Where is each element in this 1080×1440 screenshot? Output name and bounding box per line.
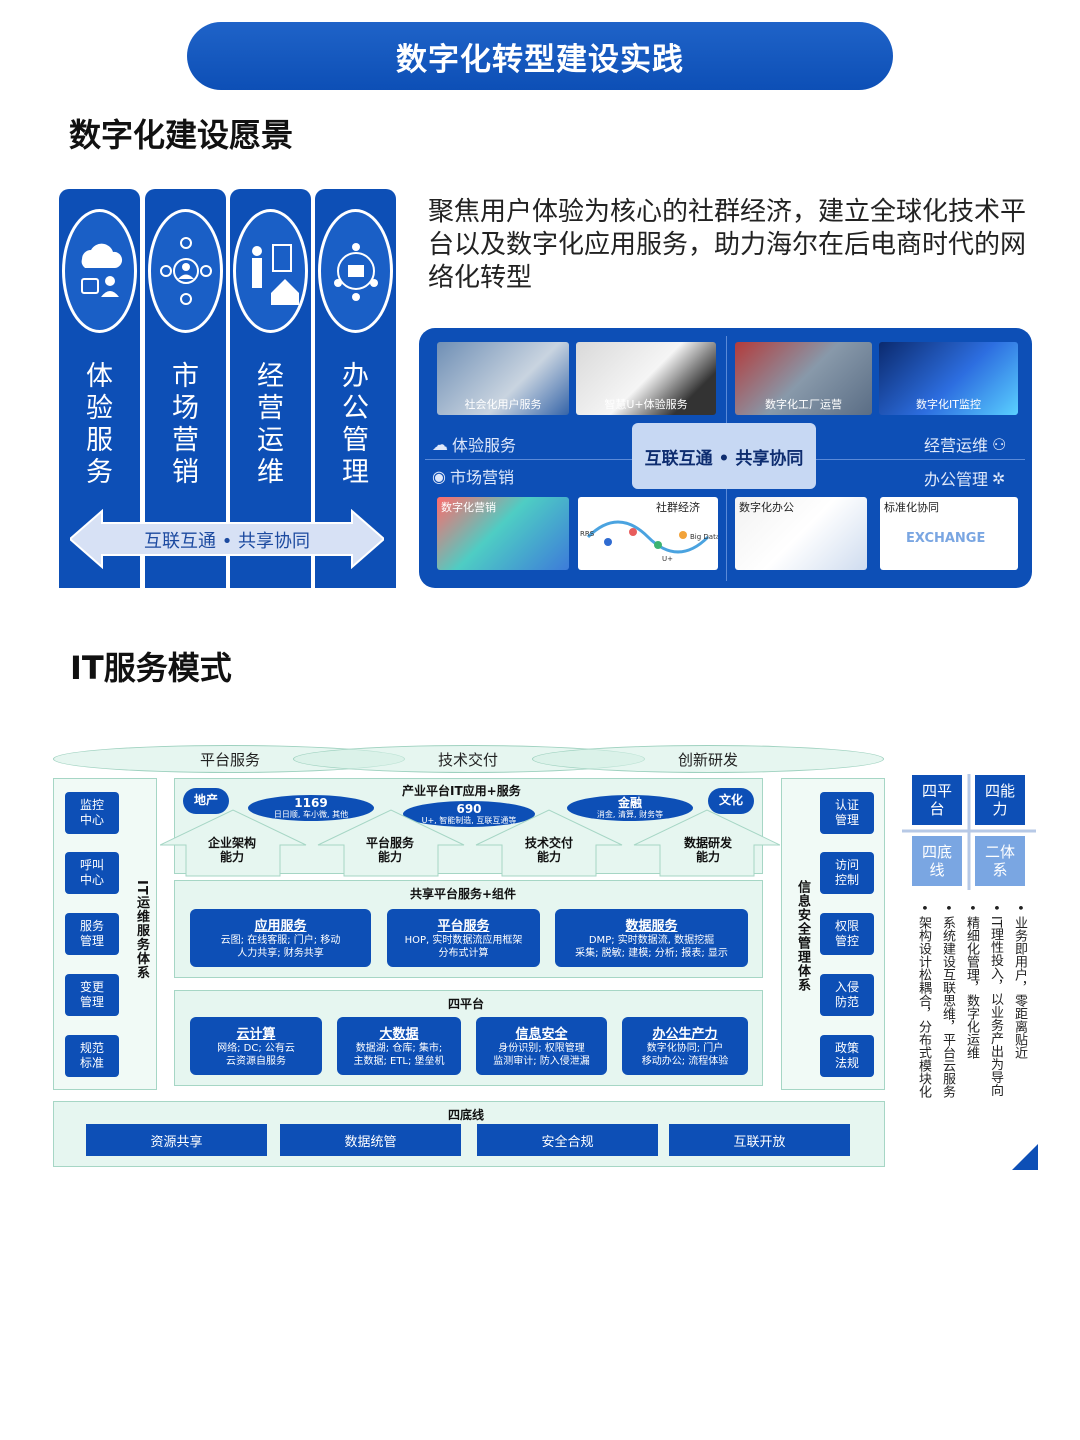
baseline-data-governance: 数据统管 (280, 1124, 461, 1156)
photo-community-economy: 社群经济 RRS Big Data U+ (578, 497, 718, 570)
exchange-text: EXCHANGE (906, 531, 986, 546)
it-heading: IT服务模式 (70, 649, 232, 687)
photo-digital-factory: 数字化工厂运营 (735, 342, 872, 415)
ellipse-label: 技术交付 (437, 751, 498, 769)
community-diagram-icon: RRS Big Data U+ (580, 520, 718, 563)
people-icon: ⚇ (992, 434, 1007, 454)
note-item: • 精细化管理，数字化运维 (964, 904, 979, 1059)
note-item: • 业务即用户，零距离贴近 (1012, 904, 1027, 1059)
photo-digital-office: 数字化办公 (735, 497, 867, 570)
photo-digital-marketing: 数字化营销 (437, 497, 569, 570)
sec-policy-regulation: 政策 法规 (820, 1035, 874, 1077)
pill-culture: 文化 (708, 788, 754, 814)
vision-column-office: 办公管理 (315, 189, 396, 588)
vision-column-marketing: 市场营销 (145, 189, 226, 588)
ops-monitor-center: 监控 中心 (65, 792, 119, 834)
label-marketing: ◉市场营销 (432, 466, 514, 488)
vision-column-operations: 经营运维 (230, 189, 311, 588)
vision-column-label: 市场营销 (172, 361, 199, 488)
ellipse-label: 平台服务 (199, 751, 260, 769)
vision-heading: 数字化建设愿景 (69, 116, 294, 154)
vision-column-label: 经营运维 (257, 361, 284, 488)
it-ops-title: IT运维服务体系 (134, 880, 149, 980)
quad-four-abilities: 四能 力 (975, 775, 1025, 825)
quad-four-platforms: 四平 台 (912, 775, 962, 825)
vision-column-label: 办公管理 (342, 361, 369, 488)
vision-description: 聚焦用户体验为核心的社群经济，建立全球化技术平台以及数字化应用服务，助力海尔在后… (428, 197, 1027, 293)
network-people-icon (148, 209, 223, 333)
pill-real-estate: 地产 (183, 788, 229, 814)
sec-access-control: 访问 控制 (820, 852, 874, 894)
baseline-resource-sharing: 资源共享 (86, 1124, 267, 1156)
four-platform-title: 四平台 (448, 997, 485, 1011)
quad-four-baselines: 四底 线 (912, 836, 962, 886)
ellipse-label: 创新研发 (677, 751, 738, 769)
svg-text:RRS: RRS (580, 530, 595, 538)
capability-data-rd: 数据研发 能力 (683, 836, 732, 864)
label-operations: 经营运维⚇ (924, 434, 1007, 456)
principle-notes: • 业务即用户，零距离贴近 • IT理性投入，以业务产出为导向 • 精细化管理，… (914, 904, 1028, 1144)
page-banner: 数字化转型建设实践 (187, 22, 893, 90)
double-arrow-icon (70, 509, 384, 569)
service-application: 应用服务云图; 在线客服; 门户; 移动 人力共享; 财务共享 (190, 909, 371, 967)
platform-cloud: 云计算网络; DC; 公有云 云资源自服务 (190, 1017, 322, 1075)
corner-triangle-icon (1012, 1144, 1038, 1170)
label-office: 办公管理✲ (924, 468, 1006, 490)
ops-change-management: 变更 管理 (65, 974, 119, 1016)
baseline-security-compliance: 安全合规 (477, 1124, 658, 1156)
label-experience: ☁体验服务 (432, 434, 517, 456)
office-network-icon (318, 209, 393, 333)
baseline-open-interconnect: 互联开放 (669, 1124, 850, 1156)
cloud-user-icon (62, 209, 137, 333)
capability-platform-service: 平台服务 能力 (365, 836, 414, 864)
photo-smart-u-plus: 智慧U+体验服务 (576, 342, 716, 415)
pill-finance: 金融消金, 清算, 财务等 (567, 795, 693, 821)
capability-architecture: 企业架构 能力 (207, 836, 256, 864)
ops-service-management: 服务 管理 (65, 913, 119, 955)
ellipse-innovation (532, 745, 884, 773)
vision-column-label: 体验服务 (86, 361, 113, 488)
platform-big-data: 大数据数据湖; 仓库; 集市; 主数据; ETL; 堡垒机 (337, 1017, 461, 1075)
cloud-icon: ☁ (432, 434, 448, 454)
quadrant-cross-icon (902, 774, 1036, 890)
industry-platform-title: 产业平台IT应用+服务 (402, 784, 521, 798)
photo-it-monitoring: 数字化IT监控 (879, 342, 1018, 415)
center-badge: 互联互通 • 共享协同 (632, 423, 816, 489)
arrow-label: 互联互通 • 共享协同 (143, 531, 311, 552)
four-baseline-title: 四底线 (448, 1108, 485, 1122)
quad-two-systems: 二体 系 (975, 836, 1025, 886)
sec-intrusion-prevention: 入侵 防范 (820, 974, 874, 1016)
globe-icon: ◉ (432, 466, 446, 486)
platform-security: 信息安全身份识别; 权限管理 监测审计; 防入侵泄漏 (476, 1017, 607, 1075)
note-item: • 系统建设互联思维，平台云服务 (940, 904, 955, 1098)
platform-productivity: 办公生产力数字化协同; 门户 移动办公; 流程体验 (622, 1017, 748, 1075)
ops-call-center: 呼叫 中心 (65, 852, 119, 894)
capability-arrows (160, 809, 780, 877)
svg-text:U+: U+ (662, 555, 673, 563)
svg-text:Big Data: Big Data (690, 533, 718, 541)
sec-auth-management: 认证 管理 (820, 792, 874, 834)
sec-permission-control: 权限 管控 (820, 913, 874, 955)
photo-social-user-service: 社会化用户服务 (437, 342, 569, 415)
security-title: 信息安全管理体系 (795, 880, 810, 992)
shared-platform-title: 共享平台服务+组件 (410, 887, 517, 901)
ops-standards: 规范 标准 (65, 1035, 119, 1077)
note-item: • 架构设计松耦合，分布式模块化 (916, 904, 931, 1098)
building-icon (233, 209, 308, 333)
vision-column-experience: 体验服务 (59, 189, 140, 588)
photo-standard-collaboration: 标准化协同 EXCHANGE (880, 497, 1018, 570)
capability-tech-delivery: 技术交付 能力 (524, 836, 573, 864)
network-icon: ✲ (992, 468, 1006, 488)
note-item: • IT理性投入，以业务产出为导向 (988, 904, 1003, 1097)
